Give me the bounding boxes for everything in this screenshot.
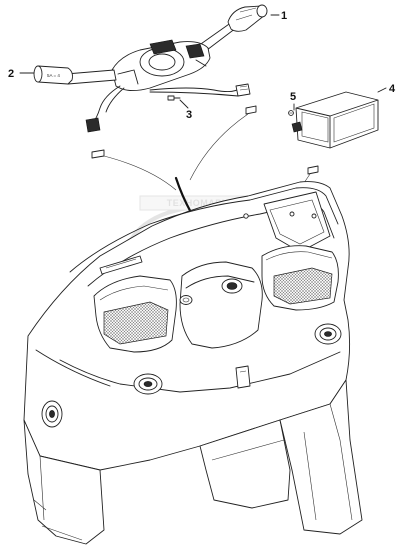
leader-3 <box>179 99 189 109</box>
switch-hub-connector <box>149 39 177 55</box>
vent-left-lower <box>41 400 63 428</box>
cable-clip <box>235 365 251 389</box>
callout-5: 5 <box>290 91 296 103</box>
left-lever-stalk <box>65 69 117 85</box>
center-knob <box>179 295 193 305</box>
left-side-panel <box>23 419 105 545</box>
lamp-module-body <box>295 91 379 149</box>
left-lever-marking: 5A = 4 <box>47 73 60 78</box>
callout-4: 4 <box>389 83 396 95</box>
vent-right <box>314 323 342 345</box>
left-lever-tip <box>33 65 43 83</box>
right-speaker-grille <box>273 267 333 305</box>
switch-plug-right <box>235 83 251 97</box>
switch-plug-left <box>85 117 101 133</box>
screw-part-3 <box>167 95 181 101</box>
right-pedestal <box>279 379 363 535</box>
combination-switch-assembly: 5A = 4 <box>33 4 268 133</box>
watermark-text: TEXHOMAPKET <box>167 198 242 208</box>
right-lever-tip <box>256 4 268 18</box>
center-housing <box>179 261 263 349</box>
leader-4 <box>377 87 387 93</box>
wire-mid <box>189 113 249 181</box>
connector-tag-right <box>307 165 319 175</box>
wire-left <box>103 155 177 191</box>
left-speaker-grille <box>103 301 169 345</box>
connector-tag-mid <box>245 105 257 115</box>
callouts: 1 2 3 4 5 <box>8 10 396 121</box>
dashboard-console <box>23 181 363 545</box>
lamp-module-part-4 <box>288 91 379 149</box>
callout-3: 3 <box>186 109 192 121</box>
vent-left-upper <box>133 373 163 395</box>
callout-2: 2 <box>8 68 14 80</box>
callout-1: 1 <box>281 10 287 22</box>
lamp-module-connector <box>291 121 303 133</box>
connector-tag-left <box>91 149 105 159</box>
screw-part-5 <box>288 110 294 116</box>
console-rim <box>69 187 339 273</box>
